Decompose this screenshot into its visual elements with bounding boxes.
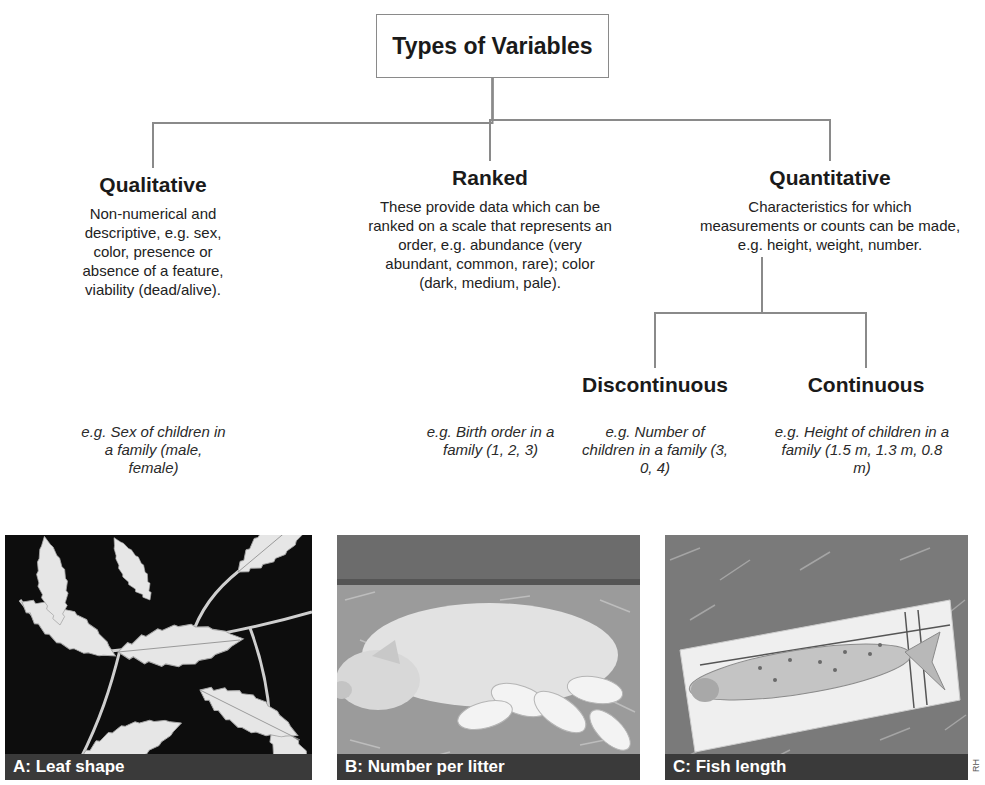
fish-photo bbox=[665, 535, 968, 780]
category-description: Non-numerical and descriptive, e.g. sex,… bbox=[68, 204, 238, 299]
category-description: Characteristics for which measurements o… bbox=[699, 197, 961, 254]
caption-band bbox=[5, 754, 312, 780]
category-group: QualitativeNon-numerical and descriptive… bbox=[68, 172, 238, 299]
category-group: Continuous bbox=[801, 372, 931, 404]
title-box: Types of Variables bbox=[376, 14, 609, 78]
example-text: e.g. Number of children in a family (3, … bbox=[580, 423, 730, 477]
category-heading: Discontinuous bbox=[575, 372, 735, 398]
photo-caption: A: Leaf shape bbox=[13, 757, 124, 777]
tree-connector bbox=[655, 257, 762, 368]
photo-caption: C: Fish length bbox=[673, 757, 786, 777]
category-description: These provide data which can be ranked o… bbox=[365, 197, 615, 292]
example-text: e.g. Sex of children in a family (male, … bbox=[81, 423, 226, 477]
category-heading: Ranked bbox=[365, 165, 615, 191]
photo-caption: B: Number per litter bbox=[345, 757, 505, 777]
example-text: e.g. Birth order in a family (1, 2, 3) bbox=[418, 423, 563, 459]
pig-photo bbox=[337, 535, 640, 780]
caption-band bbox=[665, 754, 968, 780]
category-heading: Continuous bbox=[801, 372, 931, 398]
category-heading: Quantitative bbox=[699, 165, 961, 191]
tree-connector bbox=[493, 78, 831, 161]
title-text: Types of Variables bbox=[392, 33, 592, 60]
example-text: e.g. Height of children in a family (1.5… bbox=[773, 423, 951, 477]
watermark: RH bbox=[971, 759, 981, 772]
caption-band bbox=[337, 754, 640, 780]
category-group: QuantitativeCharacteristics for which me… bbox=[699, 165, 961, 254]
tree-connector bbox=[762, 257, 866, 368]
tree-connector bbox=[153, 78, 493, 168]
category-group: Discontinuous bbox=[575, 372, 735, 404]
category-group: RankedThese provide data which can be ra… bbox=[365, 165, 615, 292]
leaf-photo bbox=[5, 535, 312, 780]
category-heading: Qualitative bbox=[68, 172, 238, 198]
